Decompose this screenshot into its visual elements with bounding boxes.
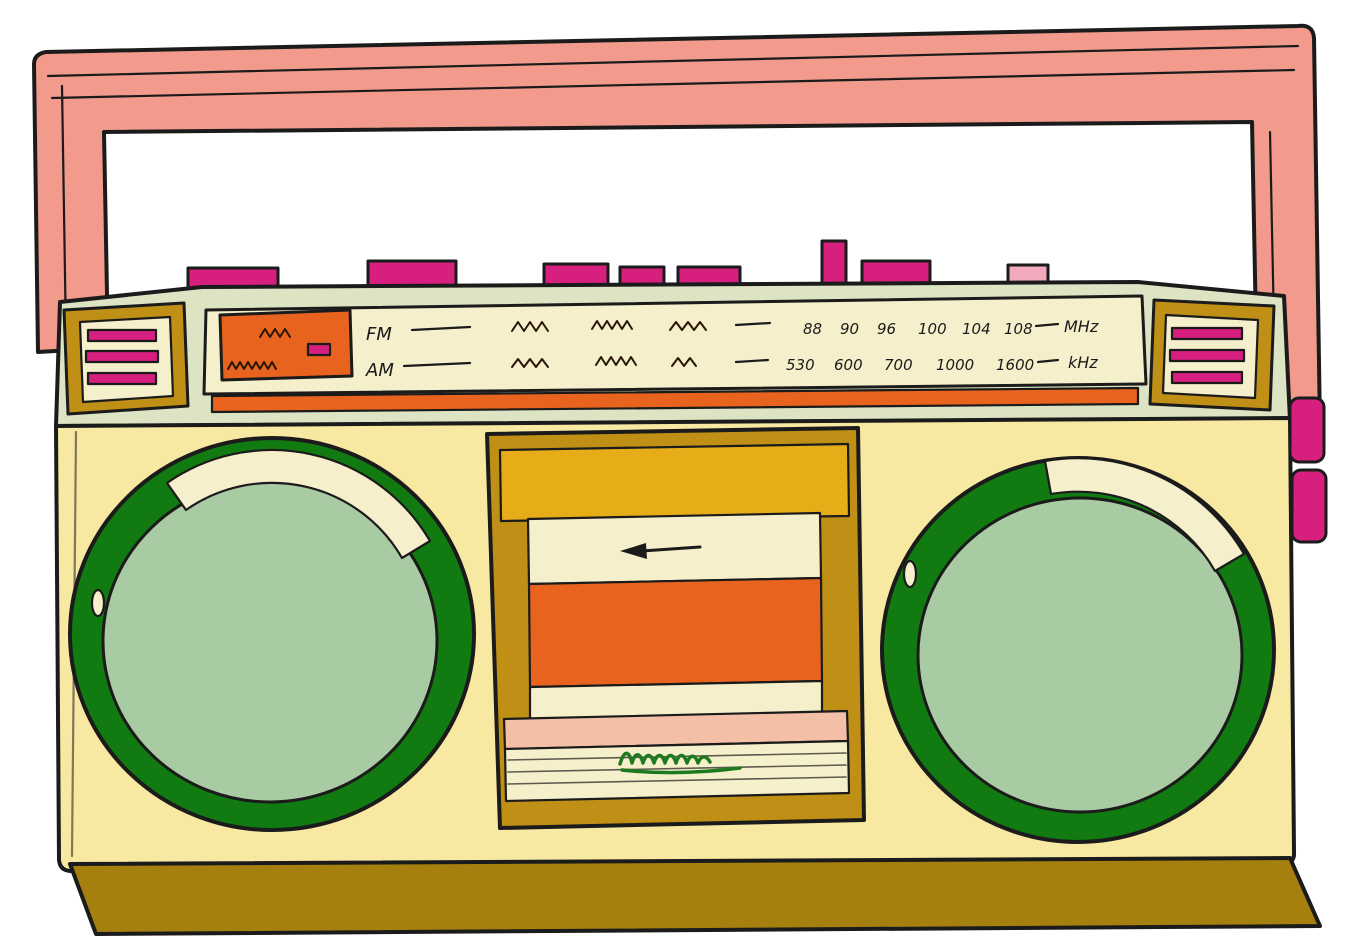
right-speaker	[880, 456, 1276, 844]
fm-unit-label: MHz	[1064, 317, 1099, 336]
scribble-marks	[595, 356, 637, 366]
am-tick: 530	[786, 356, 815, 374]
scribble-marks	[511, 358, 549, 368]
plate-button	[306, 342, 332, 357]
stripe-line	[507, 752, 847, 761]
top-button-tall	[820, 239, 848, 290]
fm-tick: 108	[1004, 320, 1033, 338]
speaker-highlight	[165, 448, 432, 560]
handle-detail-line	[50, 68, 1296, 100]
cassette-top-panel	[498, 442, 851, 523]
am-tick: 1000	[936, 356, 974, 374]
dial-dash	[402, 361, 472, 368]
scribble-marks	[259, 328, 291, 338]
dial-dash	[410, 325, 472, 332]
speaker-highlight-dot	[90, 588, 106, 618]
scribble-marks	[227, 361, 277, 370]
scribble-marks	[669, 321, 707, 331]
cassette-deck	[485, 426, 866, 830]
grille-bar	[86, 328, 158, 343]
speaker-highlight	[1043, 457, 1246, 573]
am-label: AM	[365, 360, 394, 381]
tuner-display: FM 88 90 96 100 104 108 MHz AM 530 600 7…	[202, 294, 1148, 396]
panel-orange-stripe	[210, 386, 1140, 414]
fm-tick: 96	[877, 320, 896, 338]
side-knob-top	[1288, 396, 1326, 464]
stripe-line	[507, 776, 847, 785]
tuner-strip	[202, 294, 1148, 396]
scribble-marks	[671, 357, 697, 367]
dial-dash	[734, 321, 772, 327]
stripe-line	[507, 764, 847, 773]
speaker-highlight-dot	[902, 559, 918, 589]
handle-detail-line	[46, 44, 1300, 78]
scribble-marks	[511, 321, 549, 332]
fm-tick: 90	[840, 320, 859, 338]
tuner-brand-plate	[218, 308, 354, 382]
dial-dash	[734, 358, 770, 364]
bottom-base	[68, 856, 1322, 936]
brand-scribble	[618, 751, 712, 766]
arrow-head	[620, 543, 647, 559]
scribble-marks	[591, 320, 633, 330]
grille-bar	[84, 349, 160, 364]
grille-bar	[1168, 348, 1246, 363]
brand-scribble-underline	[620, 766, 742, 775]
fm-tick: 88	[803, 320, 822, 338]
fm-label: FM	[366, 324, 392, 345]
side-knobs	[1288, 396, 1328, 544]
handle-detail-line	[60, 84, 68, 340]
grille-bar	[86, 371, 158, 386]
left-grille	[62, 301, 190, 416]
grille-bar	[1170, 370, 1244, 385]
am-tick: 700	[884, 356, 913, 374]
dial-dash	[1034, 322, 1060, 328]
cassette-orange-band	[527, 576, 824, 689]
am-tick: 1600	[996, 356, 1034, 374]
fm-tick: 104	[962, 320, 991, 338]
left-speaker	[68, 436, 476, 832]
fm-tick: 100	[918, 320, 947, 338]
right-speaker-cone	[916, 496, 1244, 814]
arrow-shaft	[640, 545, 702, 553]
cassette-direction-arrow-icon	[620, 543, 702, 559]
grille-bar	[1170, 326, 1244, 341]
dial-dash	[1036, 358, 1060, 364]
am-tick: 600	[834, 356, 863, 374]
am-unit-label: kHz	[1068, 353, 1098, 372]
side-knob-bottom	[1290, 468, 1328, 544]
right-grille	[1148, 298, 1276, 412]
